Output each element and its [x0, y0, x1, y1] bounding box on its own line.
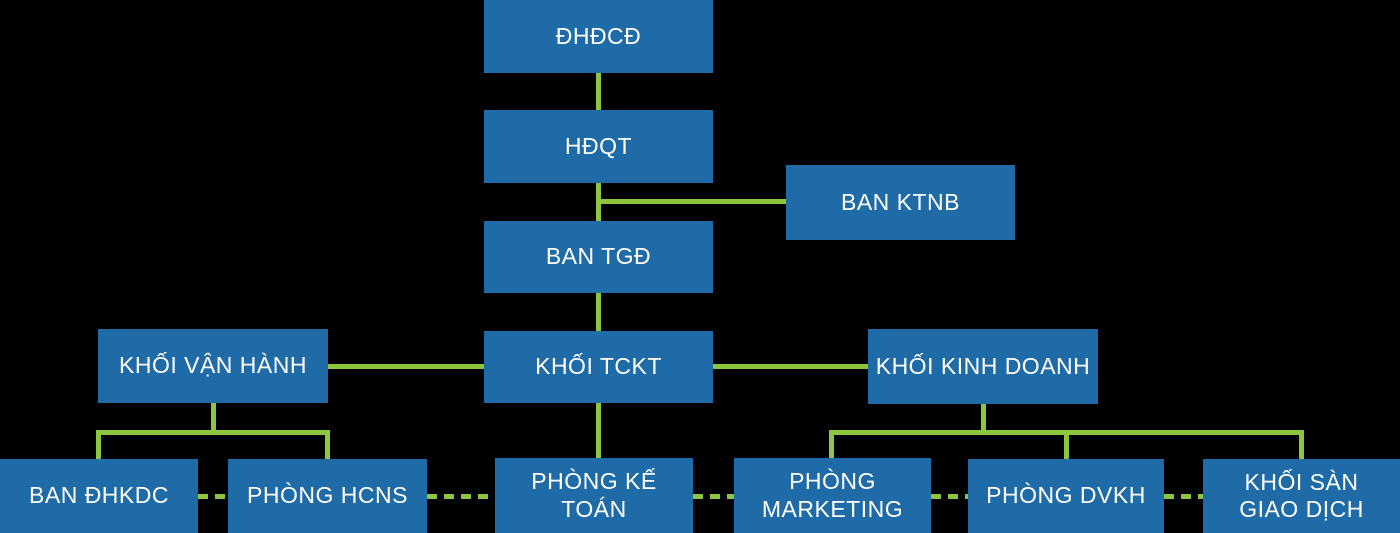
- connector-kinh-doanh-stub: [981, 404, 986, 434]
- node-ban-dhkdc-label: BAN ĐHKDC: [29, 482, 169, 509]
- connector-van-hanh-bracket: [96, 430, 330, 435]
- connector-hdqt-ban-ktnb: [598, 199, 786, 204]
- node-khoi-tckt: KHỐI TCKT: [484, 331, 713, 403]
- dashed-connector-dhkdc-hcns: [198, 494, 228, 499]
- node-khoi-van-hanh-label: KHỐI VẬN HÀNH: [119, 352, 307, 379]
- connector-dhdcd-hdqt: [596, 73, 601, 110]
- dashed-connector-dvkh-san: [1164, 494, 1203, 499]
- node-phong-dvkh: PHÒNG DVKH: [968, 459, 1164, 533]
- node-phong-ke-toan-label: PHÒNG KẾ TOÁN: [531, 468, 657, 522]
- node-phong-hcns: PHÒNG HCNS: [228, 459, 427, 533]
- connector-drop-marketing: [829, 430, 834, 458]
- node-dhdcd: ĐHĐCĐ: [484, 0, 713, 73]
- node-khoi-tckt-label: KHỐI TCKT: [535, 353, 662, 380]
- connector-ban-tgd-khoi-tckt: [596, 293, 601, 331]
- node-ban-tgd: BAN TGĐ: [484, 221, 713, 293]
- dashed-connector-hcns-ke-toan: [427, 494, 495, 499]
- connector-tckt-van-hanh: [328, 364, 484, 369]
- node-khoi-kinh-doanh: KHỐI KINH DOANH: [868, 329, 1098, 404]
- connector-tckt-ke-toan: [596, 403, 601, 458]
- connector-drop-phong-hcns: [325, 430, 330, 459]
- node-ban-ktnb-label: BAN KTNB: [840, 188, 961, 215]
- node-ban-ktnb: BAN KTNB: [786, 165, 1015, 240]
- node-khoi-van-hanh: KHỐI VẬN HÀNH: [98, 329, 328, 403]
- node-hdqt-label: HĐQT: [564, 132, 633, 159]
- node-phong-hcns-label: PHÒNG HCNS: [247, 482, 408, 509]
- connector-drop-san-giao-dich: [1299, 430, 1304, 459]
- node-ban-dhkdc: BAN ĐHKDC: [0, 459, 198, 533]
- connector-van-hanh-stub: [211, 403, 216, 434]
- node-phong-marketing: PHÒNG MARKETING: [734, 458, 931, 533]
- connector-drop-ban-dhkdc: [96, 430, 101, 459]
- node-phong-dvkh-label: PHÒNG DVKH: [986, 482, 1146, 509]
- node-phong-marketing-label: PHÒNG MARKETING: [761, 468, 904, 522]
- node-khoi-san-giao-dich: KHỐI SÀN GIAO DỊCH: [1203, 459, 1400, 533]
- dashed-connector-marketing-dvkh: [931, 494, 968, 499]
- node-ban-tgd-label: BAN TGĐ: [545, 243, 652, 270]
- node-hdqt: HĐQT: [484, 110, 713, 183]
- node-phong-ke-toan: PHÒNG KẾ TOÁN: [495, 458, 693, 533]
- connector-drop-dvkh: [1064, 430, 1069, 459]
- node-khoi-kinh-doanh-label: KHỐI KINH DOANH: [875, 352, 1091, 379]
- dashed-connector-ke-toan-marketing: [693, 494, 734, 499]
- connector-tckt-kinh-doanh: [713, 364, 868, 369]
- node-khoi-san-giao-dich-label: KHỐI SÀN GIAO DỊCH: [1239, 468, 1364, 522]
- node-dhdcd-label: ĐHĐCĐ: [555, 22, 642, 49]
